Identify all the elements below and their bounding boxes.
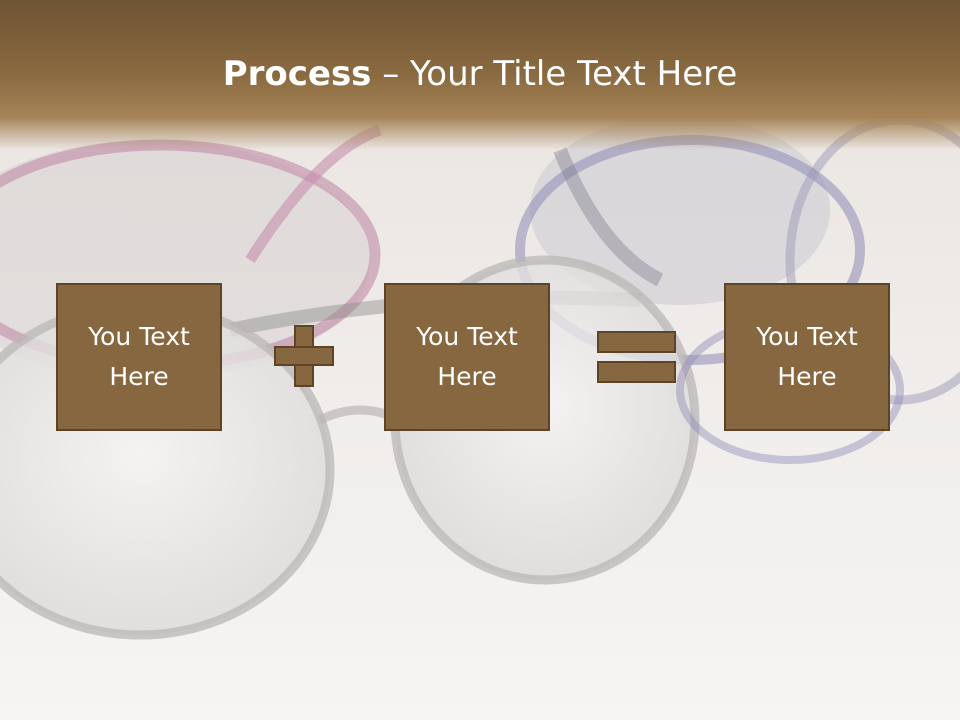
slide-title[interactable]: Process – Your Title Text Here xyxy=(0,52,960,96)
process-box-1-text: You Text Here xyxy=(69,317,209,397)
process-box-3-line1: You Text xyxy=(756,322,858,351)
process-box-1-line1: You Text xyxy=(88,322,190,351)
title-rest-text: – Your Title Text Here xyxy=(371,54,738,94)
process-box-2[interactable]: You Text Here xyxy=(384,283,550,431)
process-box-3[interactable]: You Text Here xyxy=(724,283,890,431)
title-band xyxy=(0,0,960,150)
equals-bottom-bar xyxy=(597,361,676,383)
process-box-2-text: You Text Here xyxy=(397,317,537,397)
process-box-1-line2: Here xyxy=(109,362,169,391)
process-box-3-line2: Here xyxy=(777,362,837,391)
process-box-3-text: You Text Here xyxy=(737,317,877,397)
plus-icon[interactable] xyxy=(274,325,334,387)
equals-top-bar xyxy=(597,331,676,353)
title-bold-text: Process xyxy=(222,54,372,94)
plus-center-fill xyxy=(296,348,312,364)
equals-icon[interactable] xyxy=(597,331,676,383)
process-box-2-line1: You Text xyxy=(416,322,518,351)
process-box-1[interactable]: You Text Here xyxy=(56,283,222,431)
process-box-2-line2: Here xyxy=(437,362,497,391)
